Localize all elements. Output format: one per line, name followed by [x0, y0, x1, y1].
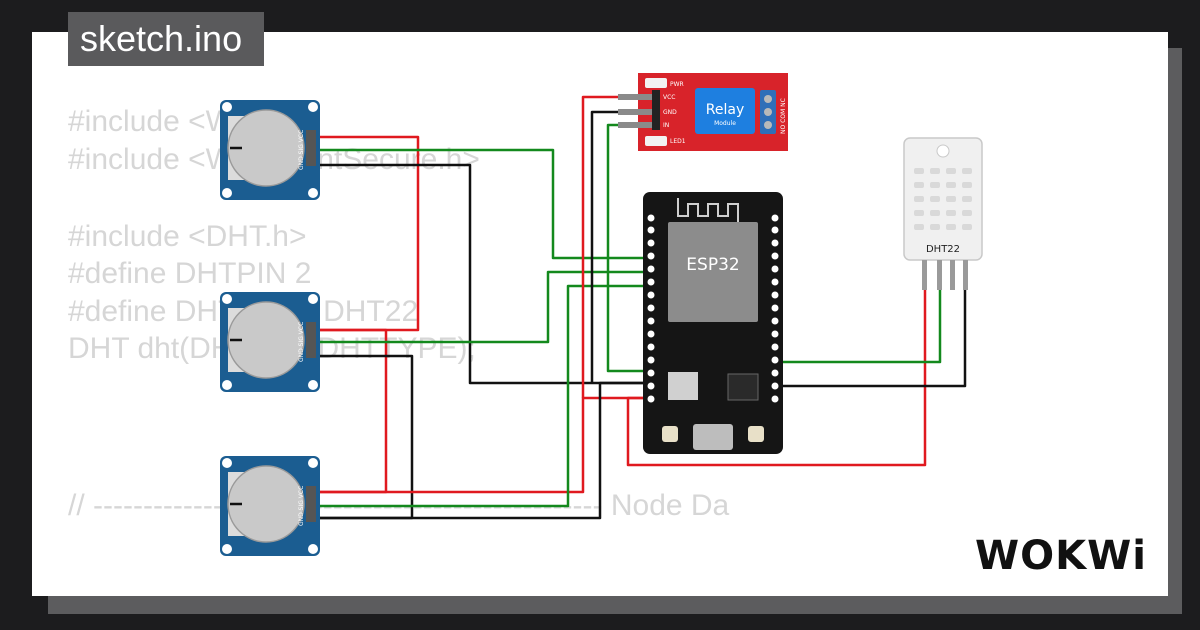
relay-subtitle: Module	[714, 120, 736, 127]
relay-pin-vcc: VCC	[663, 94, 675, 101]
potentiometer-1[interactable]: GND SIG VCC	[220, 100, 320, 200]
wire-red	[310, 328, 388, 494]
wire-green	[776, 288, 942, 364]
relay-led-label: LED1	[670, 138, 686, 145]
potentiometer-2[interactable]: GND SIG VCC	[220, 292, 320, 392]
wire-green	[310, 148, 648, 260]
relay-module[interactable]: PWR LED1 VCC GND IN Relay Module NO COM …	[618, 73, 788, 151]
esp32-board[interactable]: ESP32	[643, 192, 783, 454]
wire-black	[310, 381, 648, 520]
code-line: #define DHTPIN 2	[68, 257, 312, 290]
wire-green	[606, 123, 648, 373]
dht22-sensor[interactable]: DHT22	[903, 137, 983, 290]
wire-black	[776, 288, 967, 388]
relay-terminal-labels: NO COM NC	[780, 98, 787, 134]
wire-black	[310, 163, 648, 385]
dht22-label: DHT22	[926, 244, 960, 255]
relay-pin-in: IN	[663, 122, 669, 129]
wire-black	[310, 354, 414, 520]
wire-green	[310, 284, 648, 508]
relay-title: Relay	[706, 102, 744, 118]
esp32-label: ESP32	[686, 255, 739, 275]
wire-black	[590, 110, 638, 383]
code-line: #include <DHT.h>	[68, 220, 307, 253]
pot-pin-labels: GND SIG VCC	[298, 322, 305, 362]
wokwi-logo: WOKWi	[975, 533, 1147, 579]
relay-pwr-label: PWR	[670, 81, 684, 88]
relay-pin-gnd: GND	[663, 109, 677, 116]
wire-red	[310, 396, 648, 494]
pot-pin-labels: GND SIG VCC	[298, 486, 305, 526]
pot-pin-labels: GND SIG VCC	[298, 130, 305, 170]
file-tab[interactable]: sketch.ino	[68, 12, 265, 66]
wire-green	[310, 270, 648, 344]
wire-red	[626, 288, 927, 467]
potentiometer-3[interactable]: GND SIG VCC	[220, 456, 320, 556]
